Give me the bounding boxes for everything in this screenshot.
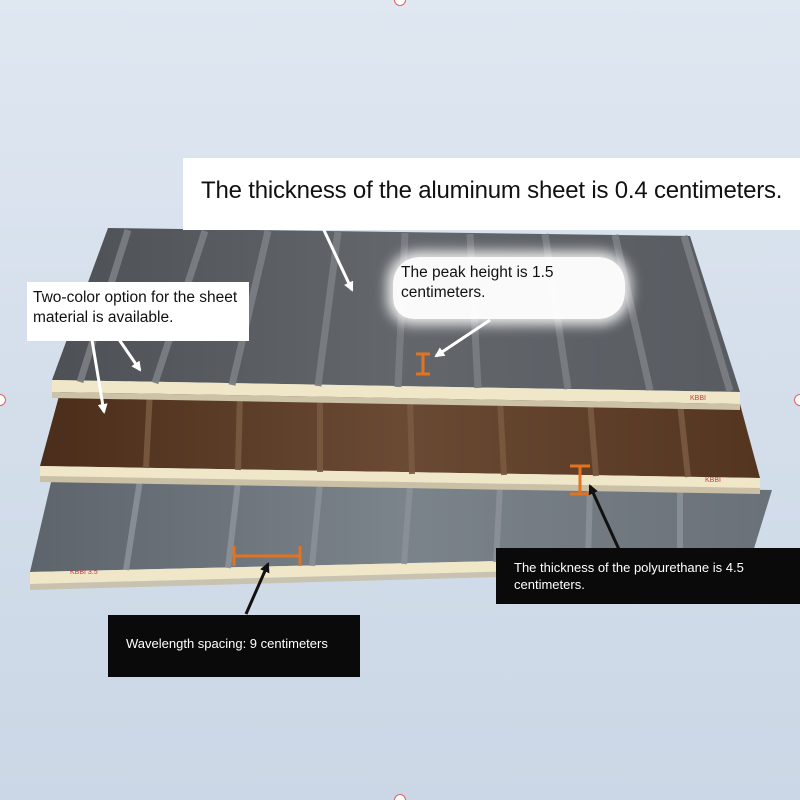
peak-height-marker	[416, 352, 430, 376]
peak-height-callout: The peak height is 1.5 centimeters.	[393, 257, 625, 319]
arrow-peak-height	[434, 318, 491, 358]
two-color-text-line2: material is available.	[33, 308, 174, 326]
wavelength-spacing-callout: Wavelength spacing: 9 centimeters	[108, 615, 360, 677]
aluminum-thickness-text: The thickness of the aluminum sheet is 0…	[201, 177, 783, 204]
corner-handle-bottom	[394, 794, 406, 800]
two-color-text-line1: Two-color option for the sheet	[33, 289, 238, 306]
arrow-polyurethane	[588, 484, 624, 557]
peak-height-text-line2: centimeters.	[401, 283, 486, 301]
polyurethane-text-line1: The thickness of the polyurethane is 4.5	[514, 560, 744, 575]
aluminum-thickness-callout: The thickness of the aluminum sheet is 0…	[183, 158, 800, 230]
polyurethane-thickness-callout: The thickness of the polyurethane is 4.5…	[496, 548, 800, 604]
arrow-wavelength	[244, 562, 270, 615]
arrow-two-color-top	[116, 337, 142, 372]
svg-text:KBBI: KBBI	[705, 477, 721, 484]
peak-height-text-line1: The peak height is 1.5	[401, 264, 554, 281]
corner-handle-right	[794, 394, 800, 406]
arrow-aluminum-thickness	[320, 225, 354, 292]
svg-text:KBBI 3.5: KBBI 3.5	[70, 569, 98, 576]
two-color-callout: Two-color option for the sheet material …	[27, 282, 249, 341]
svg-text:KBBI: KBBI	[690, 395, 706, 402]
wavelength-spacing-text: Wavelength spacing: 9 centimeters	[126, 636, 328, 651]
arrow-two-color-brown	[90, 339, 108, 414]
wavelength-spacing-marker	[232, 546, 302, 566]
polyurethane-thickness-marker	[570, 464, 590, 496]
polyurethane-text-line2: centimeters.	[514, 576, 585, 592]
